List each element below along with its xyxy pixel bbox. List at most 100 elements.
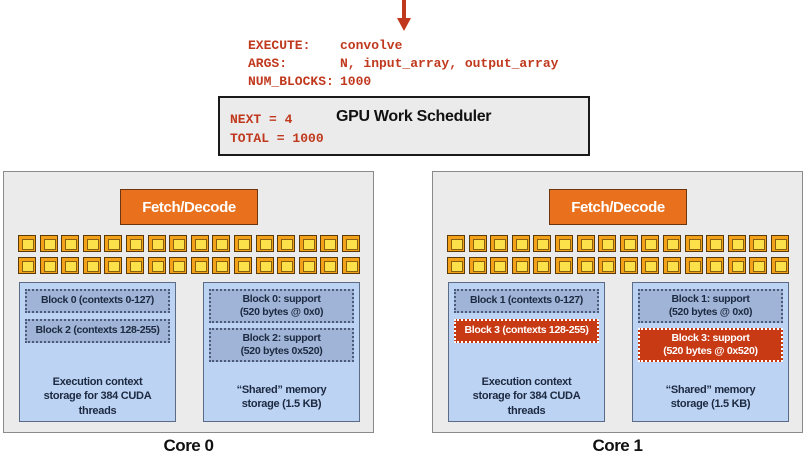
- alu-core-icon: [555, 235, 573, 252]
- alu-core-icon: [255, 257, 274, 274]
- shared-block: Block 2: support(520 bytes 0x520): [209, 328, 354, 362]
- shared-block-active: Block 3: support(520 bytes @ 0x520): [638, 328, 783, 362]
- alu-core-icon: [212, 235, 231, 252]
- alu-core-icon: [533, 235, 552, 252]
- alu-core-icon: [749, 235, 768, 252]
- alu-core-icon: [277, 235, 296, 252]
- alu-core-icon: [61, 235, 80, 252]
- alu-core-icon: [468, 257, 487, 274]
- alu-core-icon: [619, 235, 638, 252]
- shared-block: Block 0: support(520 bytes @ 0x0): [209, 289, 354, 323]
- alu-core-icon: [684, 235, 703, 252]
- exec-caption: Execution context storage for 384 CUDA t…: [449, 375, 604, 418]
- block-line: Block 1: support: [671, 292, 750, 305]
- block-line: (520 bytes @ 0x0): [668, 306, 753, 318]
- alu-core-icon: [234, 235, 252, 252]
- alu-core-icon: [342, 235, 360, 252]
- scheduler-title: GPU Work Scheduler: [336, 108, 492, 125]
- alu-core-icon: [706, 257, 725, 274]
- execute-value: convolve: [340, 38, 403, 53]
- alu-core-icon: [234, 257, 252, 274]
- exec-block: Block 2 (contexts 128-255): [25, 319, 170, 343]
- shared-memory-storage: Block 1: support(520 bytes @ 0x0) Block …: [632, 282, 789, 422]
- alu-core-icon: [39, 257, 58, 274]
- alu-core-icon: [771, 235, 789, 252]
- alu-core-icon: [82, 257, 101, 274]
- core-1-label: Core 1: [592, 436, 643, 455]
- fetch-decode-unit: Fetch/Decode: [549, 189, 687, 225]
- alu-core-icon: [298, 257, 317, 274]
- caption-line: storage (1.5 KB): [670, 398, 751, 411]
- alu-core-icon: [82, 235, 101, 252]
- alu-core-icon: [555, 257, 573, 274]
- alu-core-icon: [298, 235, 317, 252]
- core-0-label: Core 0: [163, 436, 214, 455]
- scheduler-next: NEXT = 4: [230, 112, 293, 127]
- block-line: Block 3: support: [671, 331, 750, 344]
- alu-core-icon: [277, 257, 296, 274]
- caption-line: “Shared” memory: [665, 384, 756, 396]
- exec-block: Block 1 (contexts 0-127): [454, 289, 599, 313]
- alu-core-icon: [641, 257, 660, 274]
- scheduler-total: TOTAL = 1000: [230, 131, 324, 146]
- alu-core-icon: [468, 235, 487, 252]
- shared-memory-storage: Block 0: support(520 bytes @ 0x0) Block …: [203, 282, 360, 422]
- alu-core-icon: [576, 257, 595, 274]
- alu-core-icon: [641, 235, 660, 252]
- alu-core-icon: [727, 257, 746, 274]
- alu-core-icon: [320, 257, 339, 274]
- alu-core-icon: [320, 235, 339, 252]
- block-line: (520 bytes @ 0x0): [239, 306, 324, 318]
- caption-line: storage for 384 CUDA: [472, 390, 581, 403]
- block-line: Block 2: support: [242, 331, 321, 344]
- shared-caption: “Shared” memory storage (1.5 KB): [633, 383, 788, 412]
- alu-core-icon: [663, 257, 681, 274]
- alu-core-icon: [663, 235, 681, 252]
- caption-line: threads: [507, 404, 546, 417]
- caption-line: Execution context: [481, 376, 572, 388]
- down-arrow-icon: [397, 0, 411, 31]
- gpu-work-scheduler: GPU Work Scheduler NEXT = 4 TOTAL = 1000: [218, 96, 590, 156]
- alu-core-icon: [18, 257, 36, 274]
- args-value: N, input_array, output_array: [340, 56, 559, 71]
- alu-core-icon: [533, 257, 552, 274]
- alu-core-icon: [342, 257, 360, 274]
- alu-core-icon: [511, 235, 530, 252]
- alu-core-icon: [447, 257, 465, 274]
- block-line: (520 bytes @ 0x520): [663, 345, 758, 357]
- alu-core-icon: [126, 235, 144, 252]
- alu-core-icon: [706, 235, 725, 252]
- alu-core-icon: [619, 257, 638, 274]
- alu-core-icon: [598, 235, 617, 252]
- alu-grid: [447, 235, 791, 276]
- caption-line: storage (1.5 KB): [241, 398, 322, 411]
- alu-core-icon: [511, 257, 530, 274]
- exec-block: Block 0 (contexts 0-127): [25, 289, 170, 313]
- num-blocks-label: NUM_BLOCKS:: [248, 74, 334, 89]
- alu-core-icon: [255, 235, 274, 252]
- core-0: Fetch/Decode Block 0 (contexts 0-127) Bl…: [3, 171, 374, 433]
- alu-core-icon: [61, 257, 80, 274]
- alu-core-icon: [490, 257, 509, 274]
- num-blocks-value: 1000: [340, 74, 372, 89]
- exec-caption: Execution context storage for 384 CUDA t…: [20, 375, 175, 418]
- fetch-decode-unit: Fetch/Decode: [120, 189, 258, 225]
- core-1: Fetch/Decode Block 1 (contexts 0-127) Bl…: [432, 171, 803, 433]
- alu-core-icon: [169, 235, 188, 252]
- alu-core-icon: [18, 235, 36, 252]
- block-line: (520 bytes 0x520): [240, 345, 323, 357]
- alu-core-icon: [771, 257, 789, 274]
- alu-core-icon: [727, 235, 746, 252]
- args-label: ARGS:: [248, 56, 288, 71]
- execution-context-storage: Block 0 (contexts 0-127) Block 2 (contex…: [19, 282, 176, 422]
- execution-context-storage: Block 1 (contexts 0-127) Block 3 (contex…: [448, 282, 605, 422]
- execute-label: EXECUTE:: [248, 38, 311, 53]
- alu-grid: [18, 235, 362, 276]
- caption-line: Execution context: [52, 376, 143, 388]
- alu-core-icon: [212, 257, 231, 274]
- exec-block-active: Block 3 (contexts 128-255): [454, 319, 599, 343]
- shared-block: Block 1: support(520 bytes @ 0x0): [638, 289, 783, 323]
- alu-core-icon: [749, 257, 768, 274]
- block-line: Block 0: support: [242, 292, 321, 305]
- alu-core-icon: [490, 235, 509, 252]
